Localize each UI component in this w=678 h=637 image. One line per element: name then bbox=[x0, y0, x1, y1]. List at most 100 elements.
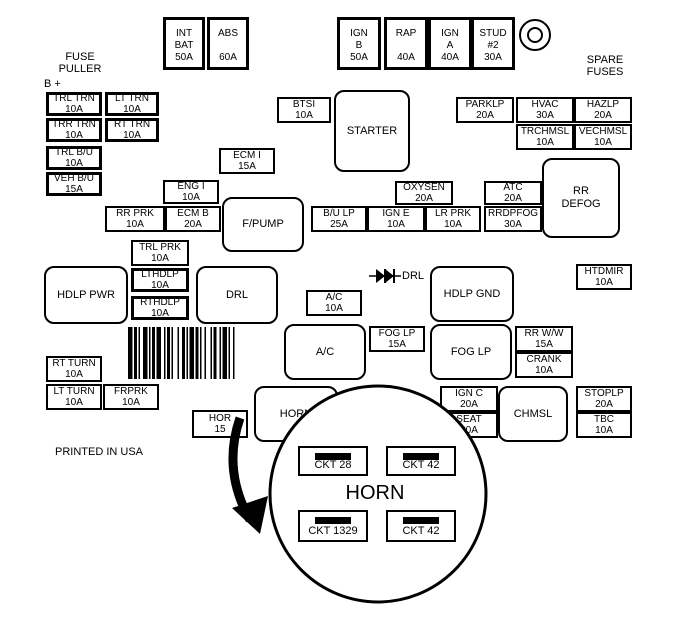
relay-label: F/PUMP bbox=[242, 218, 284, 230]
barcode-bar bbox=[182, 327, 185, 379]
fuse-label: 50A bbox=[175, 52, 193, 63]
fuse-label: TRL TRN bbox=[53, 93, 95, 104]
fuse-label: RTHDLP bbox=[140, 297, 180, 308]
fuse-label: 10A bbox=[444, 219, 462, 230]
fuse-label: STUD bbox=[479, 28, 507, 39]
fuse-label: 10A bbox=[126, 219, 144, 230]
relay-label: DRL bbox=[225, 288, 248, 301]
horn-circuit-42-bottom: CKT 42 bbox=[386, 510, 456, 542]
fuse-label: HVAC bbox=[531, 99, 559, 110]
spare-fuses-label: SPARE FUSES bbox=[586, 54, 624, 78]
fuse-label: 10A bbox=[151, 308, 169, 319]
fuse-label: 10A bbox=[595, 277, 613, 288]
fuse-label: RRDPFOG bbox=[488, 208, 538, 219]
fuse-label: IGN bbox=[350, 28, 368, 39]
fuse-label: B/U LP bbox=[323, 208, 355, 219]
horn-circuit-42-top: CKT 42 bbox=[386, 446, 456, 476]
fuse-label: RR PRK bbox=[116, 208, 154, 219]
fuse-label: 20A bbox=[476, 110, 494, 121]
relay-chmsl: CHMSL bbox=[498, 386, 568, 442]
fuse-label: 10A bbox=[325, 303, 343, 314]
relay-label: RR DEFOG bbox=[561, 185, 601, 210]
drl-diode: DRL bbox=[368, 266, 426, 286]
barcode-bar bbox=[138, 327, 140, 379]
fuse-label: 10A bbox=[151, 280, 169, 291]
fuse-label: LR PRK bbox=[434, 208, 472, 219]
fuse-label: 15A bbox=[388, 339, 406, 350]
barcode-bar bbox=[219, 327, 221, 379]
horn-circuit-28: CKT 28 bbox=[298, 446, 368, 476]
diode-icon bbox=[369, 269, 401, 283]
relay-label: HDLP PWR bbox=[57, 288, 115, 301]
fuse-label: TRCHMSL bbox=[520, 126, 570, 137]
fuse-label: ABS bbox=[217, 28, 238, 39]
relay-rr-defog: RR DEFOG bbox=[542, 158, 620, 238]
barcode-bar bbox=[167, 327, 170, 379]
fuse-label: 50A bbox=[350, 52, 368, 63]
fuse-label: HAZLP bbox=[586, 99, 620, 110]
barcode-bar bbox=[177, 327, 179, 379]
barcode-bar bbox=[171, 327, 173, 379]
barcode-bar bbox=[143, 327, 148, 379]
barcode bbox=[128, 327, 235, 379]
fuse-label: 15 bbox=[214, 424, 226, 435]
fuse-label: 10A bbox=[123, 104, 141, 115]
fuse-label: 10A bbox=[182, 192, 200, 203]
fuse-label: IGN C bbox=[455, 388, 483, 399]
fuse-label: IGN bbox=[441, 28, 459, 39]
barcode-bar bbox=[156, 327, 161, 379]
horn-circuit-1329: CKT 1329 bbox=[298, 510, 368, 542]
barcode-bar bbox=[210, 327, 212, 379]
fuse-label: 10A bbox=[65, 158, 83, 169]
fuse-label: A bbox=[446, 40, 454, 51]
zoom-arrowhead bbox=[232, 496, 268, 534]
barcode-bar bbox=[189, 327, 194, 379]
fuse-label: 20A bbox=[504, 193, 522, 204]
barcode-bar bbox=[228, 327, 230, 379]
fuse-label: CRANK bbox=[526, 354, 562, 365]
fuse-label: 25A bbox=[330, 219, 348, 230]
barcode-bar bbox=[200, 327, 202, 379]
fuse-label: TRL B/U bbox=[55, 147, 93, 158]
fuse-label: 10A bbox=[122, 397, 140, 408]
relay-hdlp-gnd: HDLP GND bbox=[430, 266, 514, 322]
fuse-rap: RAP 40A bbox=[384, 17, 428, 70]
fuse-label: 10A bbox=[594, 137, 612, 148]
fuse-label: 15A bbox=[238, 161, 256, 172]
fuse-label: STOPLP bbox=[584, 388, 624, 399]
fuse-label: 10A bbox=[65, 397, 83, 408]
fuse-label: PARKLP bbox=[465, 99, 505, 110]
fuse-label: RT TRN bbox=[113, 119, 151, 130]
fuse-label: #2 bbox=[487, 40, 499, 51]
fuse-label: OXYSEN bbox=[403, 182, 445, 193]
fuse-label: LTHDLP bbox=[141, 269, 179, 280]
fuse-label: 10A bbox=[65, 369, 83, 380]
relay-label: FOG LP bbox=[450, 345, 492, 358]
fuse-label: 10A bbox=[595, 425, 613, 436]
relay-label: A/C bbox=[315, 345, 335, 358]
fuse-label: FRPRK bbox=[114, 386, 148, 397]
fuse-label: 15A bbox=[535, 339, 553, 350]
